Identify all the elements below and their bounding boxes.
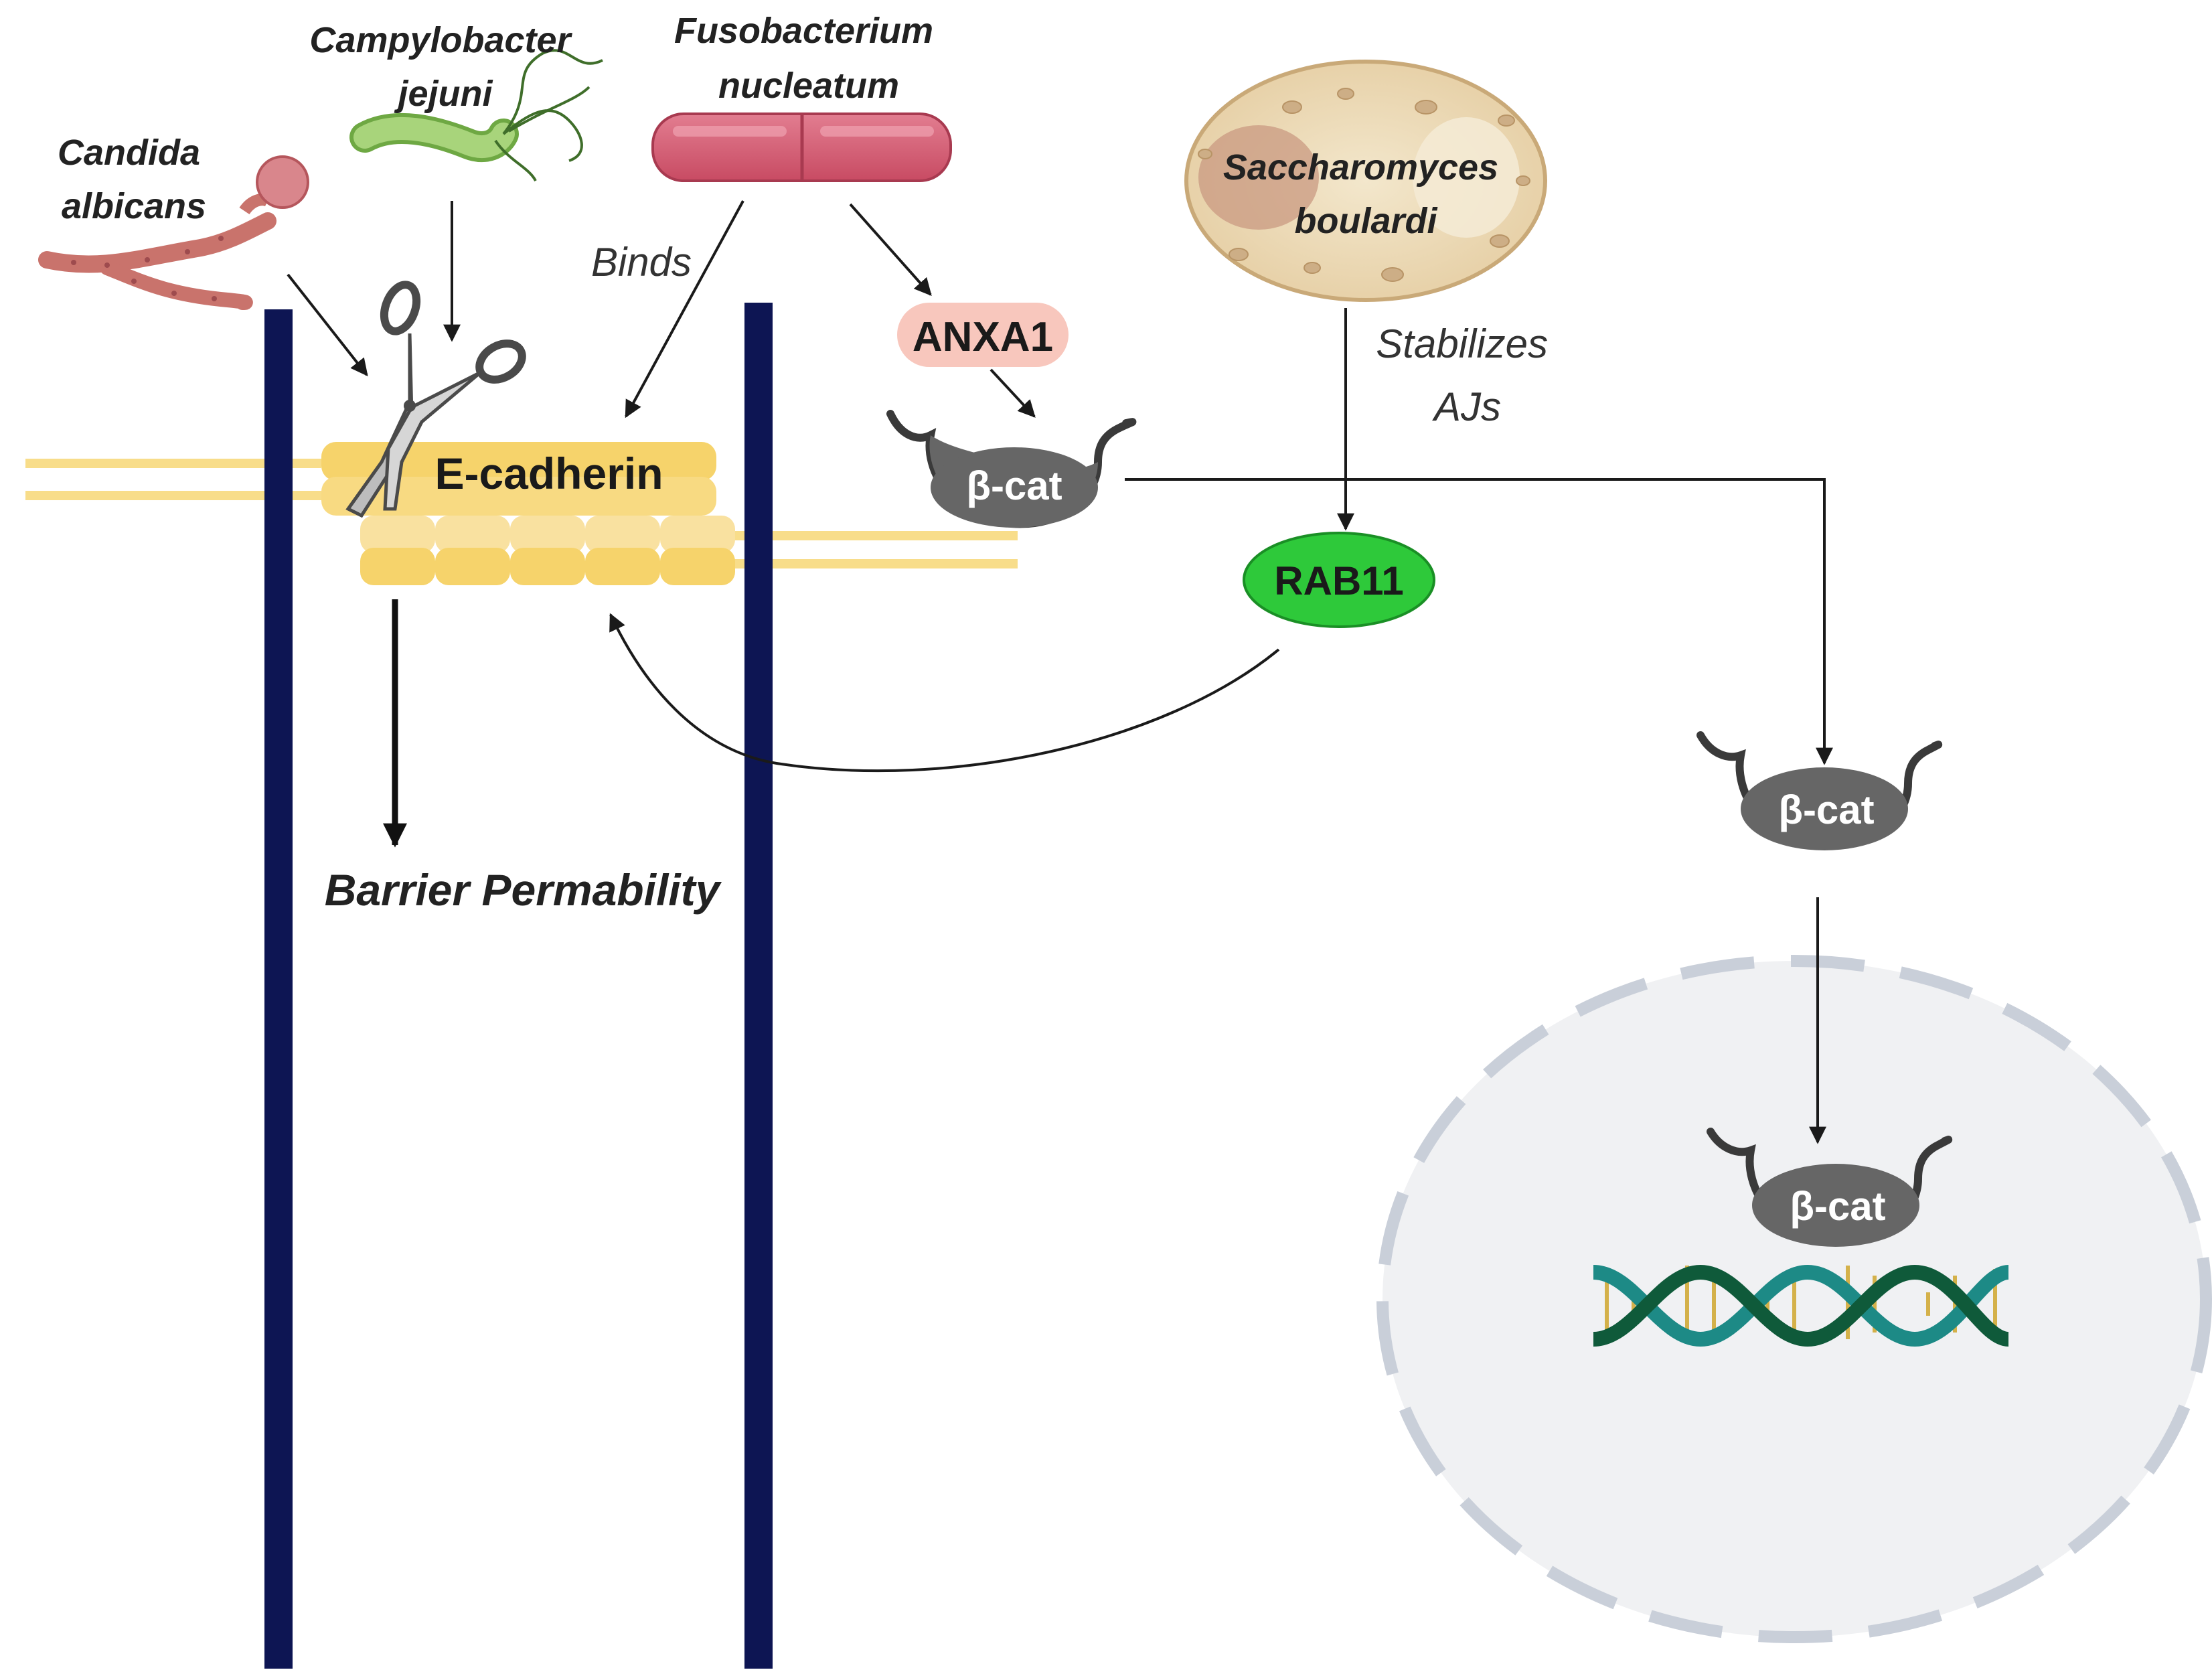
- stabilizes-label: Stabilizes AJs: [1376, 321, 1559, 429]
- anxa1-node: [897, 303, 1069, 367]
- candida-albicans-illustration: [38, 155, 309, 310]
- rab11-label: RAB11: [1274, 558, 1403, 603]
- beta-catenin-membrane: [886, 410, 1137, 528]
- campylobacter-jejuni-label: Campylobacter jejuni: [309, 20, 580, 114]
- candida-albicans-label: Candida albicans: [58, 133, 210, 226]
- dna-icon: [1593, 1264, 2010, 1347]
- cell-membrane-right: [744, 303, 773, 1669]
- anxa1-label: ANXA1: [913, 314, 1053, 360]
- arrow-fusobacterium-binds-ecadherin: [625, 200, 744, 419]
- e-cadherin-label: E-cadherin: [434, 449, 663, 498]
- beta-catenin-nuclear-label: β-cat: [1790, 1184, 1885, 1229]
- arrow-rab11-to-ecadherin: [609, 613, 1280, 773]
- beta-catenin-cytoplasm: [1696, 731, 1943, 850]
- arrow-anxa1-to-bcat: [990, 368, 1036, 418]
- interaction-arrows: [287, 200, 1833, 1144]
- arrow-fusobacterium-to-anxa1: [849, 203, 932, 296]
- cell-membrane-left: [264, 309, 293, 1669]
- binds-label: Binds: [591, 240, 692, 285]
- arrow-candida-to-ecadherin: [287, 273, 368, 377]
- scissors-icon: [345, 281, 526, 518]
- fusobacterium-nucleatum-label: Fusobacterium nucleatum: [674, 11, 943, 106]
- e-cadherin-complex: [321, 442, 735, 585]
- fusobacterium-nucleatum-illustration: [651, 112, 952, 182]
- barrier-permability-label: Barrier Permability: [325, 865, 722, 915]
- rab11-node: [1243, 532, 1435, 628]
- campylobacter-jejuni-illustration: [349, 49, 603, 181]
- arrow-bcat-to-cytoplasm: [1125, 478, 1833, 765]
- beta-catenin-cytoplasm-label: β-cat: [1778, 787, 1874, 832]
- saccharomyces-boulardi-label: Saccharomyces boulardi: [1223, 147, 1508, 241]
- beta-catenin-membrane-label: β-cat: [966, 463, 1062, 508]
- beta-catenin-nuclear: [1707, 1128, 1953, 1247]
- saccharomyces-boulardi-illustration: [1184, 60, 1547, 302]
